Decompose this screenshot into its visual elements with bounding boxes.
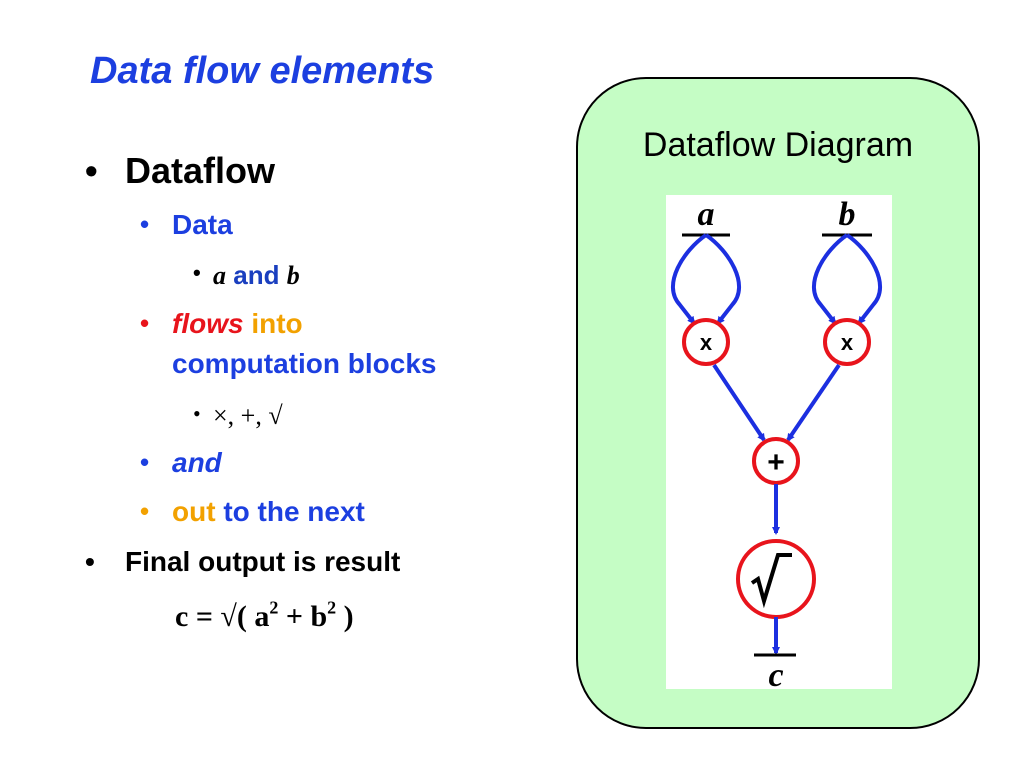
bullet-and: • and: [140, 447, 222, 479]
formula: c = √( a2 + b2 ): [175, 597, 354, 634]
bullet-ops: • ×, +, √: [193, 401, 283, 431]
out-word: out: [172, 496, 216, 527]
formula-exp1: 2: [269, 597, 279, 618]
multiply-node-right: [823, 318, 871, 366]
bullet-dataflow-text: Dataflow: [125, 150, 276, 191]
sqrt-symbol-icon: [750, 553, 792, 609]
final-output-text: Final output is result: [125, 546, 401, 577]
add-node: [752, 437, 800, 485]
formula-mid: + b: [278, 600, 328, 633]
add-label: +: [767, 446, 785, 479]
dataflow-diagram-svg: a b x x + c: [671, 196, 882, 694]
arrow-mult-left-to-add: [712, 363, 766, 442]
input-a-label: a: [698, 196, 715, 233]
panel-title: Dataflow Diagram: [642, 126, 914, 164]
computation-blocks-text: computation blocks: [172, 348, 437, 379]
ops-text: ×, +, √: [213, 401, 283, 430]
bullet-data-text: Data: [172, 209, 233, 240]
arrow-mult-right-to-add: [786, 363, 841, 442]
bullet-dot: •: [140, 496, 150, 526]
into-word: into: [251, 308, 303, 339]
var-a: a: [213, 261, 226, 290]
formula-suffix: ): [336, 600, 354, 633]
slide-title: Data flow elements: [90, 50, 435, 92]
bullet-dot: •: [140, 308, 150, 338]
formula-prefix: c = √( a: [175, 600, 270, 633]
multiply-node-left: [682, 318, 730, 366]
bullet-dot: •: [193, 401, 201, 426]
bullet-dot: •: [140, 209, 150, 239]
and-italic-text: and: [172, 447, 222, 478]
multiply-right-label: x: [841, 330, 854, 355]
and-word: and: [233, 260, 280, 290]
computation-blocks-line: computation blocks: [172, 348, 436, 380]
bullet-flows-into: • flows into: [140, 308, 303, 340]
flows-word: flows: [172, 308, 244, 339]
dataflow-diagram: a b x x + c: [666, 195, 892, 694]
bullet-dot: •: [140, 447, 150, 477]
formula-exp2: 2: [327, 597, 337, 618]
output-c-label: c: [768, 657, 783, 689]
bullet-a-and-b: • a and b: [193, 260, 300, 291]
bullet-dot: •: [85, 546, 95, 577]
input-b-label: b: [839, 196, 856, 233]
sqrt-node: [736, 539, 816, 619]
bullet-dot: •: [193, 260, 201, 285]
bullet-data: • Data: [140, 209, 233, 241]
multiply-left-label: x: [700, 330, 713, 355]
bullet-dot: •: [85, 150, 98, 191]
arrow-a-right: [704, 233, 741, 325]
var-b: b: [286, 261, 300, 290]
arrow-b-left: [812, 233, 849, 325]
arrow-a-left: [671, 233, 708, 325]
to-the-next-text: to the next: [223, 496, 365, 527]
bullet-out: • out to the next: [140, 496, 365, 528]
arrow-b-right: [845, 233, 882, 325]
